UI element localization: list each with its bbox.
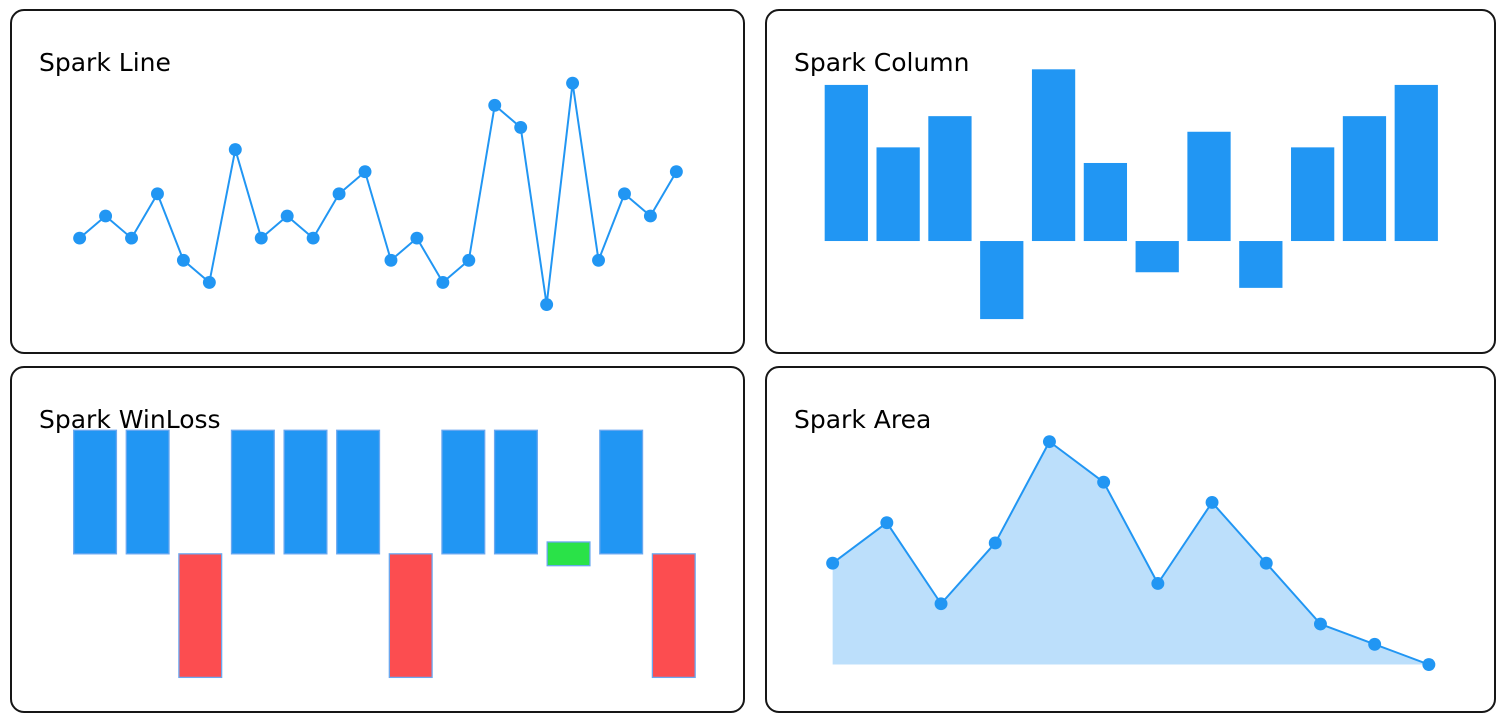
spark-winloss-title: Spark WinLoss xyxy=(39,404,221,434)
spark-line-chart[interactable] xyxy=(12,11,743,352)
spark-column-title: Spark Column xyxy=(794,47,970,77)
spark-column-chart[interactable] xyxy=(767,11,1494,352)
panel-spark-area: Spark Area xyxy=(765,366,1496,713)
panel-spark-winloss: Spark WinLoss xyxy=(10,366,745,713)
spark-line-title: Spark Line xyxy=(39,47,171,77)
panel-spark-line: Spark Line xyxy=(10,9,745,354)
spark-area-chart[interactable] xyxy=(767,368,1494,711)
panel-spark-column: Spark Column xyxy=(765,9,1496,354)
spark-winloss-chart[interactable] xyxy=(12,368,743,711)
spark-area-title: Spark Area xyxy=(794,404,932,434)
